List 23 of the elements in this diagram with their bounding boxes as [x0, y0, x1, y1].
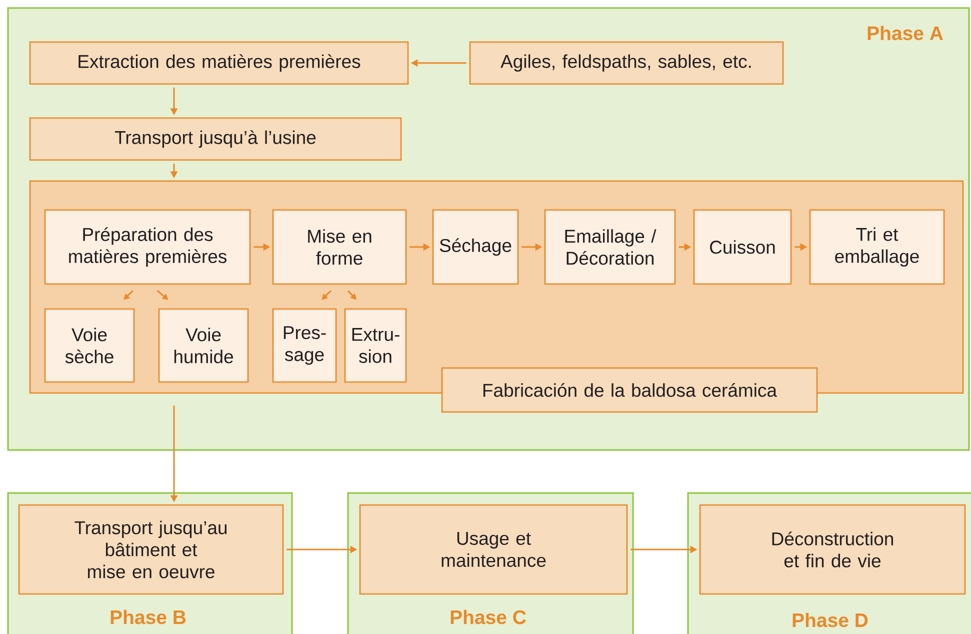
step-box: Emaillage / Décoration [544, 209, 676, 285]
arrow [124, 290, 134, 300]
process-box: Extraction des matières premières [29, 41, 409, 85]
process-box: Transport jusqu’au bâtiment et mise en oeuvre [18, 504, 284, 595]
process-box: Fabricación de la baldosa cerámica [441, 367, 818, 413]
step-box: Séchage [432, 209, 519, 285]
phase-heading: Phase B [110, 610, 186, 624]
phase-heading: Phase A [868, 26, 943, 40]
step-box: Préparation des matières premières [44, 209, 251, 285]
process-box: Transport jusqu’à l’usine [29, 117, 402, 161]
phase-heading: Phase C [450, 610, 526, 624]
step-box: Extru- sion [344, 308, 407, 383]
step-box: Mise en forme [272, 209, 407, 285]
step-box: Cuisson [693, 209, 792, 285]
arrow [322, 290, 332, 300]
process-box: Déconstruction et fin de vie [699, 504, 966, 595]
process-box: Usage et maintenance [359, 504, 628, 595]
step-box: Tri et emballage [809, 209, 945, 285]
step-box: Pres- sage [272, 308, 337, 383]
step-box: Voie humide [158, 308, 249, 383]
process-box: Agiles, feldspaths, sables, etc. [469, 41, 784, 85]
step-box: Voie sèche [44, 308, 135, 383]
phase-heading: Phase D [792, 612, 868, 628]
